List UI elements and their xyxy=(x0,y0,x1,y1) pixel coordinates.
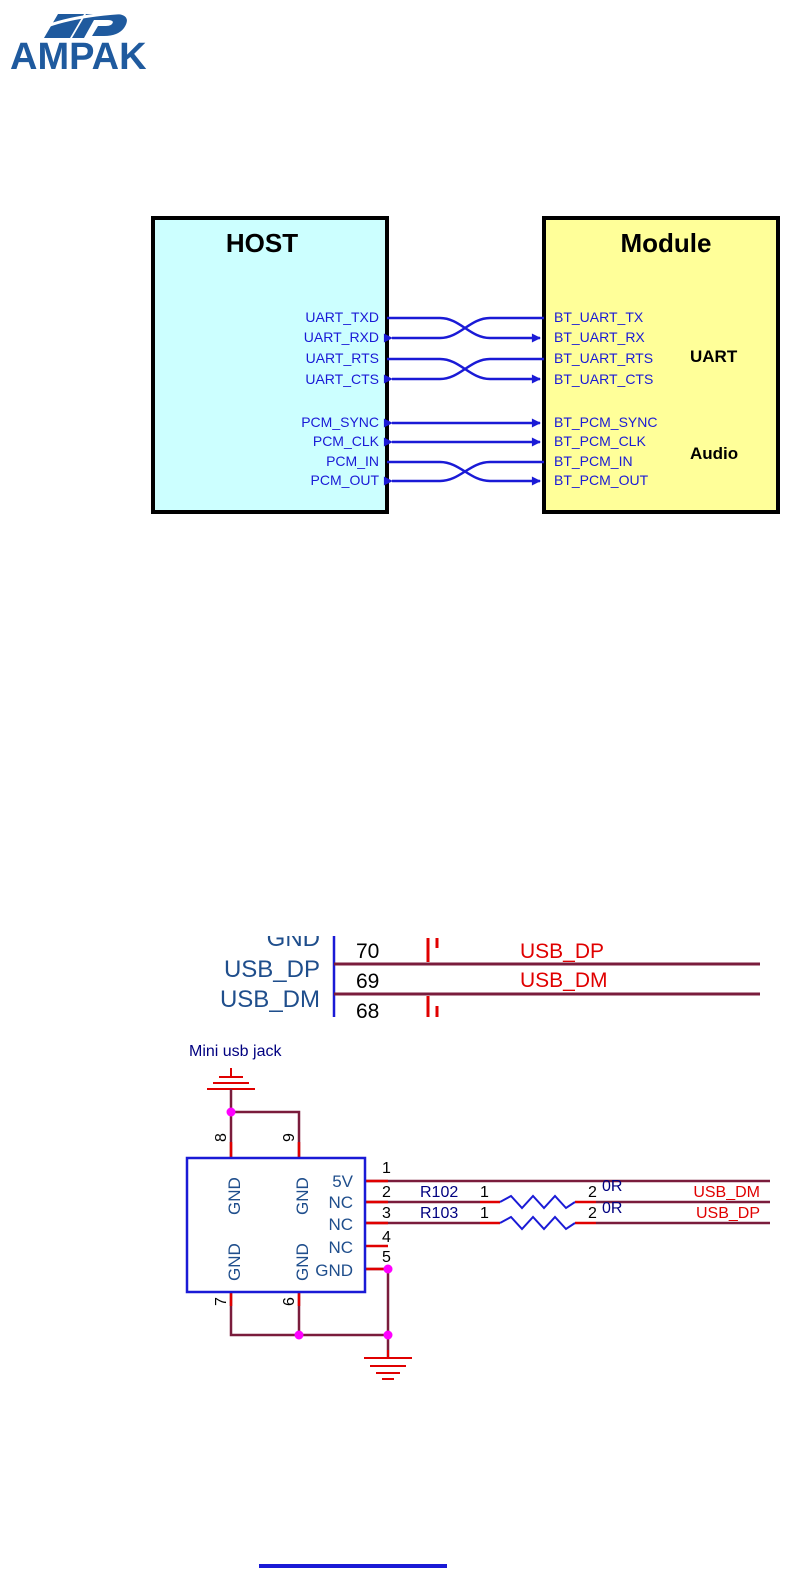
bottom-rule xyxy=(259,1564,447,1568)
pin-number: 68 xyxy=(356,1000,379,1023)
module-pin-label: BT_PCM_SYNC xyxy=(554,414,657,430)
net-label-usb-dp: USB_DP xyxy=(696,1205,760,1222)
net-label-usb-dp: USB_DP xyxy=(520,940,604,963)
ground-symbol-top xyxy=(207,1068,255,1090)
host-pin-label: UART_RTS xyxy=(306,350,379,366)
ground-symbol-bottom xyxy=(364,1350,412,1380)
ampak-logo-mark xyxy=(29,10,131,38)
host-pin-label: PCM_CLK xyxy=(313,433,380,449)
signal-lines xyxy=(383,316,544,486)
host-pin-label: PCM_IN xyxy=(326,453,379,469)
tx-to-rxd-line xyxy=(383,316,544,343)
resistor-r102-symbol xyxy=(499,1194,576,1210)
resistor-pin: 1 xyxy=(480,1205,489,1222)
uart-group-label: UART xyxy=(690,347,738,366)
pin-num: 9 xyxy=(281,1133,298,1142)
resistor-ref: R103 xyxy=(420,1205,458,1222)
connector-pin-5v: 5V xyxy=(332,1172,353,1191)
pin-stubs xyxy=(229,1142,596,1306)
connector-pin-nc: NC xyxy=(328,1238,353,1257)
pin-label-usb-dp: USB_DP xyxy=(224,956,320,983)
module-pin-label: BT_UART_TX xyxy=(554,309,644,325)
module-pin-label: BT_PCM_OUT xyxy=(554,472,649,488)
host-box xyxy=(151,216,389,514)
connector-pin-nc: NC xyxy=(328,1215,353,1234)
host-pin-label: UART_TXD xyxy=(305,309,379,325)
module-pin-label: BT_PCM_IN xyxy=(554,453,633,469)
host-pin-label: UART_CTS xyxy=(305,371,379,387)
module-pin-label: BT_UART_RX xyxy=(554,329,645,345)
module-pin-label: BT_PCM_CLK xyxy=(554,433,646,449)
pin-table: GND USB_DP USB_DM 70 69 68 USB_DP USB_DM xyxy=(220,925,760,1023)
pin-label-gnd: GND xyxy=(267,925,320,952)
resistor-pin: 2 xyxy=(588,1205,597,1222)
connector-pin-gnd: GND xyxy=(225,1243,244,1281)
block-diagram: HOST Module UART_TXD UART_RXD UART_RTS U… xyxy=(151,216,780,514)
connector-pin-gnd: GND xyxy=(225,1177,244,1215)
net-tick-marks xyxy=(426,938,439,1017)
resistor-value: 0R xyxy=(602,1178,622,1195)
connector-pin-gnd: GND xyxy=(293,1243,312,1281)
module-title: Module xyxy=(621,228,712,258)
pin-number: 69 xyxy=(356,970,379,993)
usb-connector-body xyxy=(185,1156,367,1294)
pin-num: 4 xyxy=(382,1229,391,1246)
pin-num: 5 xyxy=(382,1249,391,1266)
connector-pin-nc: NC xyxy=(328,1193,353,1212)
host-pin-label: PCM_SYNC xyxy=(301,414,379,430)
resistor-value: 0R xyxy=(602,1200,622,1217)
host-pin-label: UART_RXD xyxy=(304,329,379,345)
connector-pin-gnd: GND xyxy=(293,1177,312,1215)
host-title: HOST xyxy=(226,228,298,258)
audio-group-label: Audio xyxy=(690,444,738,463)
resistor-ref: R102 xyxy=(420,1184,458,1201)
pin-num: 6 xyxy=(281,1297,298,1306)
junction-dots xyxy=(226,1107,393,1340)
pcm-out-line xyxy=(383,460,544,486)
host-pin-label: PCM_OUT xyxy=(311,472,380,488)
usb-schematic: Mini usb jack xyxy=(185,1043,770,1380)
pin-num: 7 xyxy=(213,1297,230,1306)
pin-label-usb-dm: USB_DM xyxy=(220,986,320,1013)
module-pin-label: BT_UART_RTS xyxy=(554,350,653,366)
resistor-pin: 1 xyxy=(480,1184,489,1201)
module-box xyxy=(542,216,780,514)
schematic-title: Mini usb jack xyxy=(189,1043,282,1060)
rts-to-cts-host-line xyxy=(383,357,544,384)
resistor-pin: 2 xyxy=(588,1184,597,1201)
net-label-usb-dm: USB_DM xyxy=(693,1184,760,1201)
pin-num: 1 xyxy=(382,1160,391,1177)
resistor-r103-symbol xyxy=(499,1215,576,1231)
pin-num: 8 xyxy=(213,1133,230,1142)
connector-pin-gnd: GND xyxy=(315,1261,353,1280)
ampak-logo-text: AMPAK xyxy=(10,36,147,78)
pin-num: 2 xyxy=(382,1184,391,1201)
net-label-usb-dm: USB_DM xyxy=(520,969,608,992)
module-pin-label: BT_UART_CTS xyxy=(554,371,653,387)
pin-number: 70 xyxy=(356,940,379,963)
pin-num: 3 xyxy=(382,1205,391,1222)
